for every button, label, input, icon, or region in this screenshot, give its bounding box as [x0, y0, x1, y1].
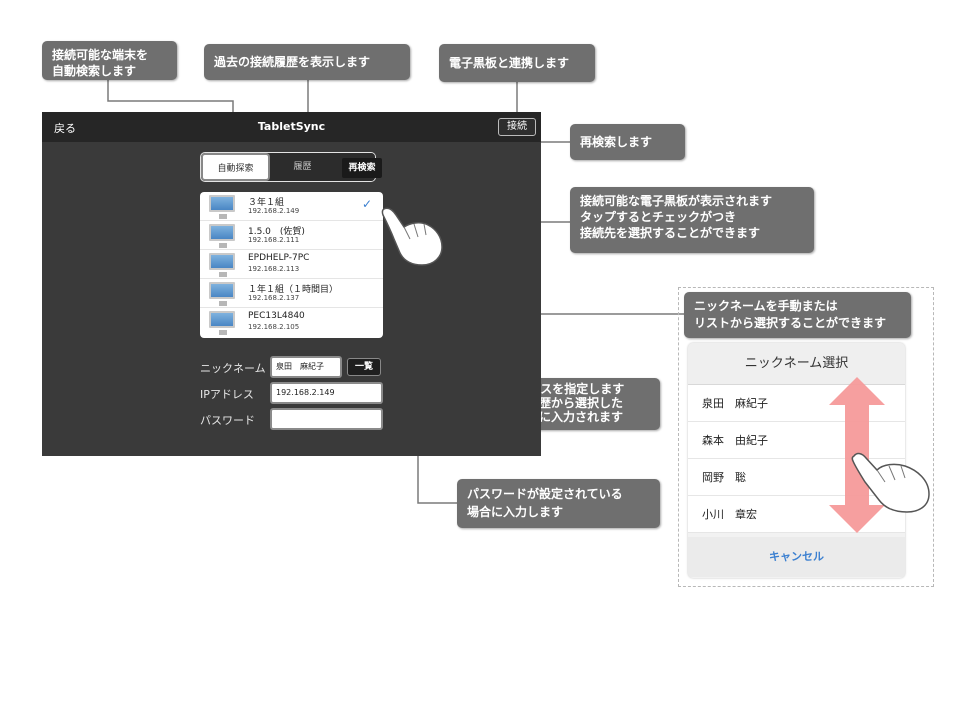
device-name: PEC13L4840	[248, 311, 305, 321]
tablet-screen: 戻る TabletSync 接続 自動探索 履歴 再検索 ３年１組 192.16…	[42, 112, 541, 456]
password-label: パスワード	[200, 414, 255, 427]
device-ip: 192.168.2.111	[248, 236, 300, 244]
device-row[interactable]: 1.5.0 (佐賀) 192.168.2.111	[200, 221, 383, 250]
monitor-icon	[209, 253, 235, 277]
callout-autosearch: 接続可能な端末を 自動検索します	[42, 41, 177, 80]
device-row[interactable]: PEC13L4840 192.168.2.105	[200, 308, 383, 337]
device-ip: 192.168.2.137	[248, 294, 300, 302]
nickname-picker: ニックネーム選択 泉田 麻紀子 森本 由紀子 岡野 聡 小川 章宏 キャンセル	[688, 343, 905, 578]
app-title: TabletSync	[257, 120, 326, 133]
nav-bar: 戻る TabletSync 接続	[42, 112, 541, 142]
connect-button[interactable]: 接続	[498, 118, 536, 136]
monitor-icon	[209, 195, 235, 219]
monitor-icon	[209, 282, 235, 306]
nickname-field[interactable]: 泉田 麻紀子	[270, 356, 342, 378]
monitor-icon	[209, 311, 235, 335]
nickname-list-button[interactable]: 一覧	[347, 358, 381, 376]
back-button[interactable]: 戻る	[54, 122, 76, 135]
pointing-hand-icon	[381, 207, 443, 266]
checkmark-icon: ✓	[362, 197, 373, 211]
picker-example-frame	[678, 287, 934, 587]
device-name: EPDHELP-7PC	[248, 253, 310, 263]
callout-history: 過去の接続履歴を表示します	[204, 44, 410, 80]
swipe-hand-icon	[851, 452, 930, 513]
password-field[interactable]	[270, 408, 383, 430]
callout-rescan: 再検索します	[570, 124, 685, 160]
device-name: １年１組（１時間目）	[248, 285, 339, 295]
ip-address-field[interactable]: 192.168.2.149	[270, 382, 383, 404]
callout-board: 電子黒板と連携します	[439, 44, 595, 82]
callout-boards-list: 接続可能な電子黒板が表示されます タップするとチェックがつき 接続先を選択するこ…	[570, 187, 814, 253]
device-ip: 192.168.2.149	[248, 207, 300, 215]
picker-cancel-button[interactable]: キャンセル	[688, 537, 905, 577]
device-row[interactable]: EPDHELP-7PC 192.168.2.113	[200, 250, 383, 279]
device-list: ３年１組 192.168.2.149 ✓ 1.5.0 (佐賀) 192.168.…	[200, 192, 383, 338]
device-ip: 192.168.2.113	[248, 265, 300, 273]
device-ip: 192.168.2.105	[248, 323, 300, 331]
tab-auto-search[interactable]: 自動探索	[201, 153, 270, 181]
callout-nickname: ニックネームを手動または リストから選択することができます	[684, 292, 911, 338]
device-name: 1.5.0 (佐賀)	[248, 227, 305, 237]
ip-label: IPアドレス	[200, 388, 254, 401]
rescan-button[interactable]: 再検索	[342, 158, 382, 178]
nickname-label: ニックネーム	[200, 362, 266, 375]
picker-title: ニックネーム選択	[688, 343, 905, 385]
callout-password: パスワードが設定されている 場合に入力します	[457, 479, 660, 528]
device-row[interactable]: ３年１組 192.168.2.149 ✓	[200, 192, 383, 221]
monitor-icon	[209, 224, 235, 248]
device-name: ３年１組	[248, 198, 285, 208]
device-row[interactable]: １年１組（１時間目） 192.168.2.137	[200, 279, 383, 308]
